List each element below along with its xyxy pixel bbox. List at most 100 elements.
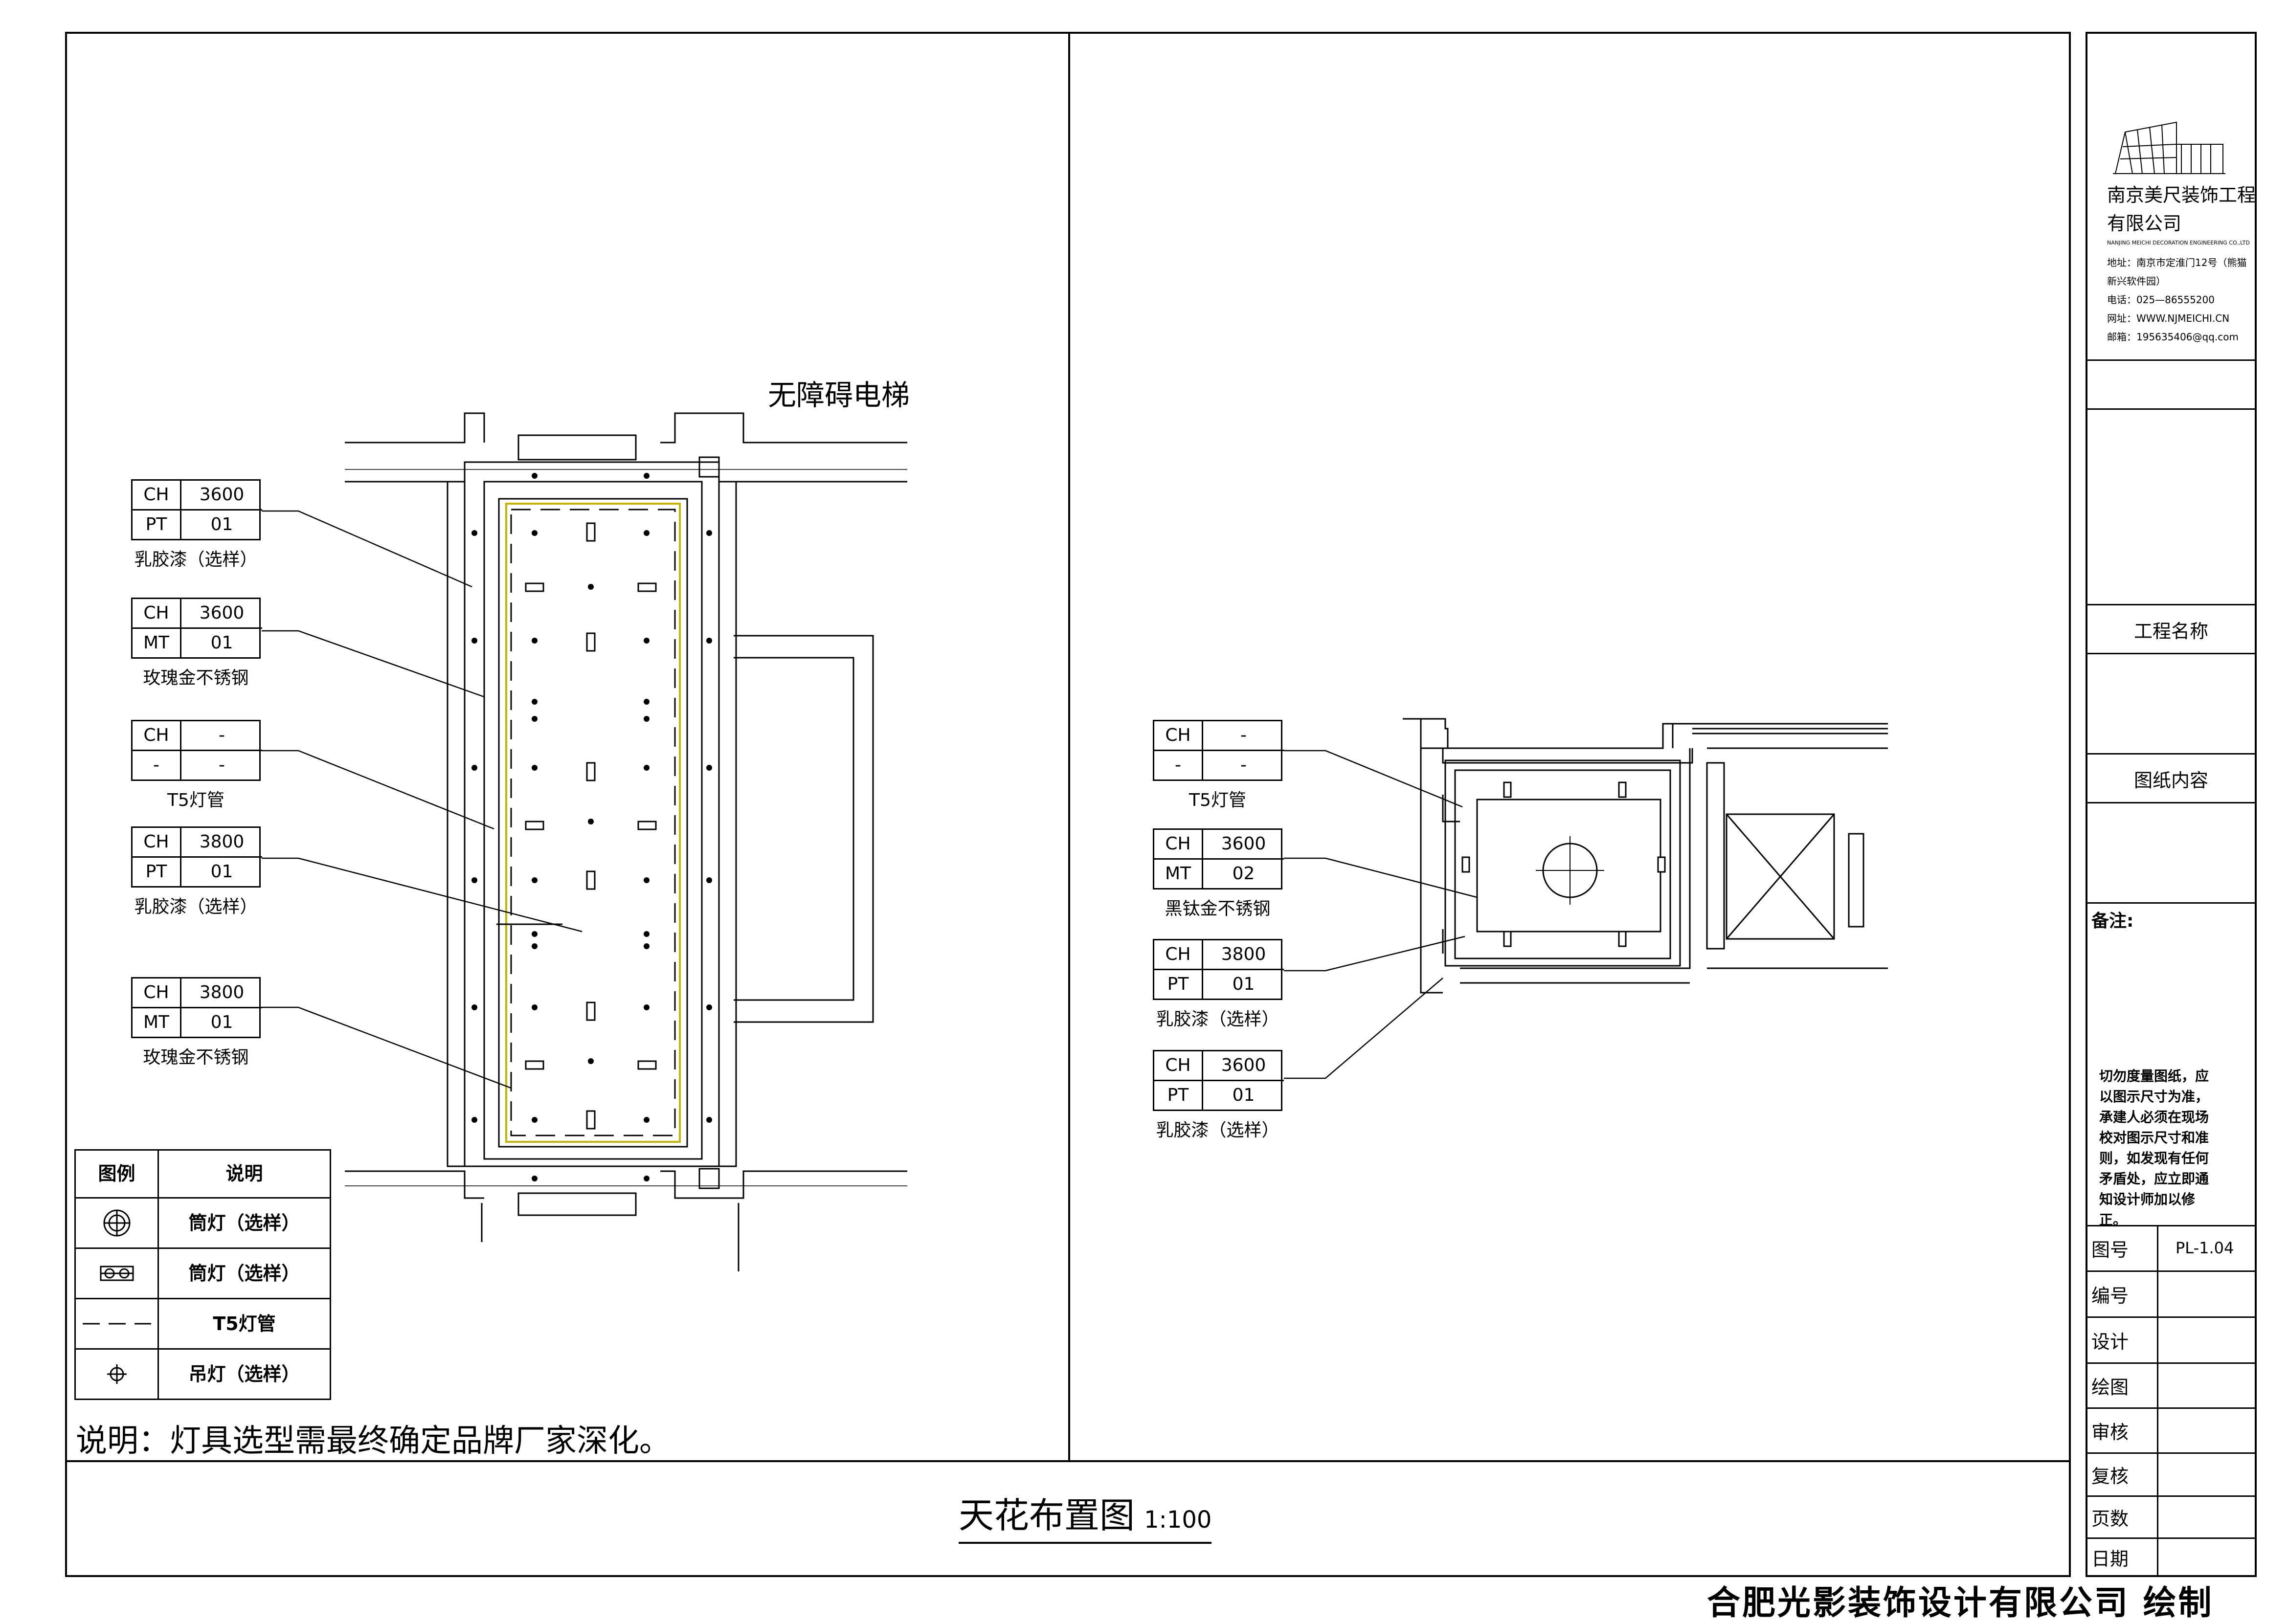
drawing-border xyxy=(65,32,2071,1577)
legend-header-desc: 说明 xyxy=(159,1151,330,1199)
design-label: 设计 xyxy=(2091,1331,2129,1353)
legend-desc: 筒灯（选样） xyxy=(159,1199,330,1249)
drawing-title: 天花布置图 1:100 xyxy=(959,1487,1212,1544)
tb-line xyxy=(2087,604,2255,605)
company-name-line1: 南京美尺装饰工程 xyxy=(2107,184,2256,206)
page-row: 页数 xyxy=(2087,1496,2255,1537)
callout-desc: T5灯管 xyxy=(167,790,224,810)
draft-label: 绘图 xyxy=(2091,1376,2129,1398)
callout-value: 3800 xyxy=(1203,940,1284,970)
title-row-divider xyxy=(65,1460,2071,1462)
tb-line xyxy=(2087,1537,2255,1539)
callout-right-4: CH 3600 PT 01 乳胶漆（选样） xyxy=(1153,1050,1284,1141)
date-label: 日期 xyxy=(2091,1548,2129,1570)
design-row: 设计 xyxy=(2087,1317,2255,1362)
callout-left-3: CH - - - T5灯管 xyxy=(131,720,262,811)
number-row: 编号 xyxy=(2087,1271,2255,1316)
callout-value: 01 xyxy=(1232,1085,1255,1105)
callout-key: CH xyxy=(133,721,181,751)
callout-value: 02 xyxy=(1232,864,1255,884)
tb-vertical xyxy=(2157,1225,2158,1577)
legend-table: 图例 说明 筒灯（选样） 筒灯（选样） T5灯管 吊灯（选样） xyxy=(74,1149,331,1400)
callout-key: CH xyxy=(1154,940,1203,970)
callout-desc: 黑钛金不锈钢 xyxy=(1165,899,1271,919)
project-name-label: 工程名称 xyxy=(2087,606,2255,653)
callout-key: CH xyxy=(133,979,181,1008)
company-contact: 地址：南京市定淮门12号（熊猫新兴软件园） 电话：025—86555200 网址… xyxy=(2107,253,2254,346)
callout-value: 3600 xyxy=(181,481,262,511)
left-ceiling-plan: 无障碍电梯 xyxy=(262,378,910,1271)
callout-key: PT xyxy=(1154,970,1203,999)
callout-key: - xyxy=(1154,751,1203,779)
callout-value: 3600 xyxy=(1203,1051,1284,1081)
callout-key: MT xyxy=(133,1008,181,1037)
drawing-no-value: PL-1.04 xyxy=(2176,1239,2234,1257)
page-label: 页数 xyxy=(2091,1508,2129,1530)
callout-value: 3600 xyxy=(181,599,262,629)
pendant-light-icon xyxy=(76,1350,159,1399)
legend-desc: T5灯管 xyxy=(159,1299,330,1350)
tb-line xyxy=(2087,753,2255,755)
tb-line xyxy=(2087,1225,2255,1226)
callout-key: CH xyxy=(1154,830,1203,860)
viewport-divider xyxy=(1068,32,1070,1462)
drawing-content-text: 图纸内容 xyxy=(2133,770,2208,791)
company-logo xyxy=(2113,121,2225,174)
tb-line xyxy=(2087,1316,2255,1318)
callout-key: CH xyxy=(133,481,181,511)
drawing-no-label: 图号 xyxy=(2091,1239,2129,1261)
downlight-round-icon xyxy=(76,1199,159,1249)
callout-value: 3800 xyxy=(181,979,262,1008)
callout-desc: 乳胶漆（选样） xyxy=(1156,1120,1279,1140)
callout-key: PT xyxy=(133,511,181,539)
callout-value: 3600 xyxy=(1203,830,1284,860)
callout-key: PT xyxy=(133,858,181,886)
downlight-square-icon xyxy=(76,1249,159,1299)
callout-left-5: CH 3800 MT 01 玫瑰金不锈钢 xyxy=(131,977,262,1068)
tb-line xyxy=(2087,408,2255,410)
legend-desc: 吊灯（选样） xyxy=(188,1363,300,1385)
callout-key: CH xyxy=(1154,721,1203,751)
review-label: 审核 xyxy=(2091,1421,2129,1443)
title-block xyxy=(2086,32,2257,1577)
number-label: 编号 xyxy=(2091,1285,2129,1307)
footer-credit: 合肥光影装饰设计有限公司 绘制 xyxy=(1707,1584,2214,1623)
callout-key: CH xyxy=(133,828,181,858)
date-row: 日期 xyxy=(2087,1538,2255,1576)
callout-desc: T5灯管 xyxy=(1189,790,1246,810)
tb-line xyxy=(2087,1495,2255,1497)
tb-line xyxy=(2087,802,2255,803)
legend-desc: 筒灯（选样） xyxy=(159,1249,330,1299)
callout-value: - xyxy=(219,755,225,775)
tb-line xyxy=(2087,1452,2255,1454)
legend-header-symbol: 图例 xyxy=(76,1151,159,1199)
review-row: 审核 xyxy=(2087,1408,2255,1452)
callout-desc: 乳胶漆（选样） xyxy=(1156,1009,1279,1029)
warning-note: 切勿度量图纸，应以图示尺寸为准，承建人必须在现场校对图示尺寸和准则，如发现有任何… xyxy=(2099,1068,2209,1228)
right-ceiling-plan xyxy=(1284,718,1888,1079)
company-phone: 电话：025—86555200 xyxy=(2107,294,2215,306)
callout-value: - xyxy=(181,721,262,751)
callout-right-1: CH - - - T5灯管 xyxy=(1153,720,1284,811)
callout-key: - xyxy=(133,751,181,779)
callout-value: - xyxy=(1240,755,1247,775)
callout-key: CH xyxy=(133,599,181,629)
drawing-scale: 1:100 xyxy=(1144,1506,1212,1534)
company-address: 地址：南京市定淮门12号（熊猫新兴软件园） xyxy=(2107,257,2247,287)
callout-value: 01 xyxy=(1232,974,1255,994)
callout-desc: 乳胶漆（选样） xyxy=(134,550,258,570)
company-website: 网址：WWW.NJMEICHI.CN xyxy=(2107,312,2230,324)
company-name: 南京美尺装饰工程 有限公司 xyxy=(2107,181,2256,238)
callout-value: - xyxy=(1203,721,1284,751)
callout-value: 01 xyxy=(210,514,233,534)
callout-desc: 乳胶漆（选样） xyxy=(134,897,258,917)
callout-left-1: CH 3600 PT 01 乳胶漆（选样） xyxy=(131,479,262,571)
callout-key: PT xyxy=(1154,1081,1203,1110)
project-name-text: 工程名称 xyxy=(2133,621,2208,642)
callout-right-2: CH 3600 MT 02 黑钛金不锈钢 xyxy=(1153,828,1284,920)
t5-tube-icon xyxy=(76,1299,159,1350)
tb-line xyxy=(2087,1270,2255,1272)
callout-key: CH xyxy=(1154,1051,1203,1081)
callout-value: 01 xyxy=(210,1012,233,1032)
callout-value: 01 xyxy=(210,633,233,653)
